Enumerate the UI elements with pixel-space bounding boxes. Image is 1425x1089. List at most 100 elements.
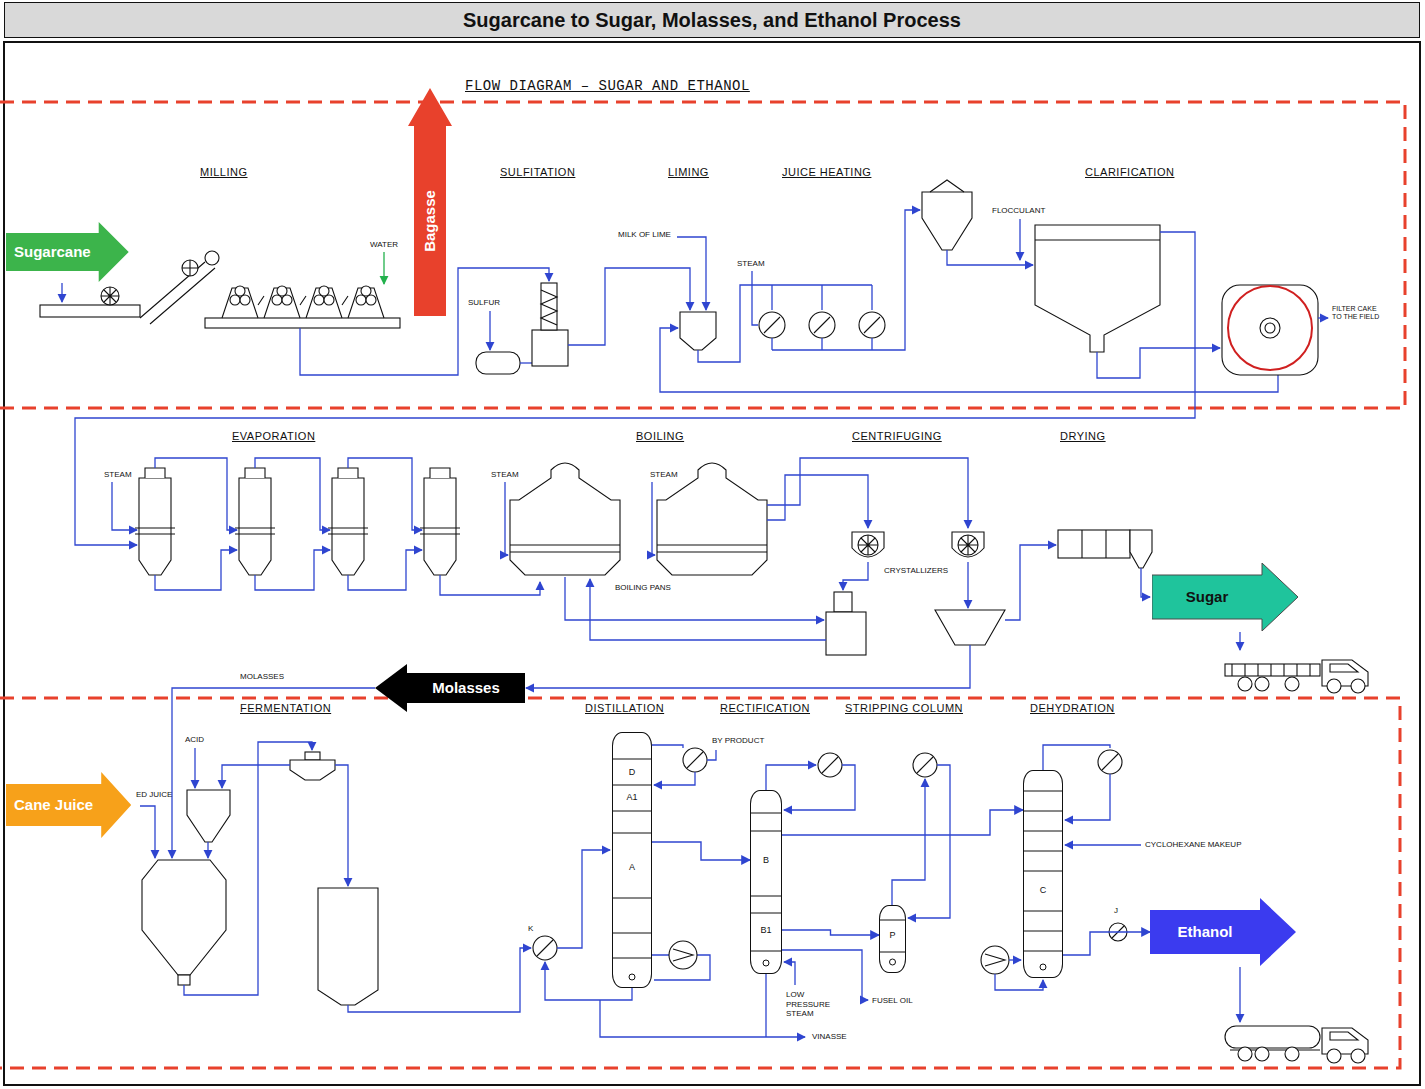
- flow-arrow: Cane Juice: [6, 772, 131, 838]
- tray-line: [613, 811, 651, 812]
- tray-line: [1024, 811, 1062, 812]
- tray-line: [1024, 831, 1062, 832]
- boiling-pans: [505, 463, 767, 575]
- stream-label: WATER: [370, 240, 398, 250]
- distillation-equipment: [533, 745, 805, 1037]
- stream-label: CYCLOHEXANE MAKEUP: [1145, 840, 1241, 850]
- stream-label: MOLASSES: [240, 672, 284, 682]
- node-text: Sugarcane: [14, 243, 91, 261]
- section-heading: CLARIFICATION: [1085, 166, 1174, 179]
- stream-label: LOW PRESSURE STEAM: [786, 990, 850, 1019]
- stream-line: [652, 842, 750, 860]
- section-heading: LIMING: [668, 166, 709, 179]
- stream-label: ED JUICE: [136, 790, 172, 800]
- arrow-fill: [6, 772, 131, 838]
- tray-line: [880, 952, 905, 953]
- tray-line: [751, 913, 781, 914]
- column-outlet: [763, 960, 769, 966]
- section-heading: MILLING: [200, 166, 248, 179]
- stream-label: CRYSTALLIZERS: [884, 566, 948, 576]
- stream-line: [782, 930, 879, 935]
- tray-line: [751, 896, 781, 897]
- stream-line: [782, 810, 1023, 835]
- stream-label: STEAM: [650, 470, 678, 480]
- node-text: C: [1040, 886, 1047, 896]
- dryer: [1058, 530, 1240, 650]
- tray-line: [880, 920, 905, 921]
- node-text: Cane Juice: [14, 796, 93, 814]
- stream-label: FILTER CAKE TO THE FIELD: [1332, 305, 1386, 322]
- tray-line: [613, 958, 651, 959]
- section-heading: SULFITATION: [500, 166, 575, 179]
- node-text: A1: [626, 793, 637, 803]
- section-heading: CENTRIFUGING: [852, 430, 942, 443]
- stream-label: BOILING PANS: [615, 583, 671, 593]
- node-text: B1: [760, 926, 771, 936]
- node-text: P: [889, 931, 895, 941]
- stripping-equipment: [892, 753, 950, 918]
- stream-label: STEAM: [104, 470, 132, 480]
- stream-label: J: [1114, 906, 1118, 916]
- section-heading: DISTILLATION: [585, 702, 664, 715]
- dehydration-equipment: [981, 745, 1240, 1022]
- stream-label: SULFUR: [468, 298, 500, 308]
- section-heading: EVAPORATION: [232, 430, 315, 443]
- node-text: Sugar: [1186, 588, 1229, 606]
- flow-arrow: Sugar: [1152, 563, 1298, 631]
- node-text: B: [763, 856, 769, 866]
- column-vessel: B B1: [750, 790, 782, 974]
- section-heading: DEHYDRATION: [1030, 702, 1115, 715]
- tray-line: [1024, 951, 1062, 952]
- diagram-title: Sugarcane to Sugar, Molasses, and Ethano…: [463, 9, 961, 32]
- arrow-fill: [6, 222, 129, 282]
- node-text: A: [629, 863, 635, 873]
- juice-treatment-equipment: [476, 210, 1278, 392]
- arrow-fill: [375, 664, 525, 712]
- tray-line: [751, 951, 781, 952]
- stream-label: ACID: [185, 735, 204, 745]
- outer-frame: [4, 42, 1420, 1085]
- section-heading: FERMENTATION: [240, 702, 331, 715]
- tray-line: [613, 785, 651, 786]
- tray-line: [1024, 931, 1062, 932]
- evaporator-set: [112, 458, 540, 595]
- section-heading: DRYING: [1060, 430, 1106, 443]
- arrow-fill: [1152, 563, 1298, 631]
- tray-line: [613, 933, 651, 934]
- column-outlet: [890, 959, 896, 965]
- centrifuging-equipment: [526, 458, 1056, 688]
- node-text: Bagasse: [421, 190, 439, 252]
- stream-label: STEAM: [491, 470, 519, 480]
- arrow-fill: [408, 88, 452, 316]
- tray-line: [751, 813, 781, 814]
- stream-line: [1063, 932, 1150, 955]
- stream-label: VINASSE: [812, 1032, 847, 1042]
- tray-line: [613, 759, 651, 760]
- section-heading: BOILING: [636, 430, 684, 443]
- milling-equipment: [40, 251, 549, 375]
- tray-line: [1024, 791, 1062, 792]
- stream-label: MILK OF LIME: [618, 230, 671, 240]
- flow-arrow: Sugarcane: [6, 222, 129, 282]
- tray-line: [613, 898, 651, 899]
- column-vessel: DA1A: [612, 732, 652, 988]
- node-text: Ethanol: [1178, 923, 1233, 941]
- region-outline: [0, 102, 1405, 1068]
- node-text: Molasses: [432, 679, 500, 697]
- column-outlet: [1040, 964, 1046, 970]
- arrow-fill: [1150, 898, 1296, 966]
- column-trays: [751, 791, 781, 973]
- column-trays: [1024, 771, 1062, 977]
- clarification-equipment: [75, 180, 1328, 545]
- column-outlet: [629, 974, 635, 980]
- section-heading: RECTIFICATION: [720, 702, 810, 715]
- fermentation-equipment: [140, 688, 531, 1012]
- stream-label: FLOCCULANT: [992, 206, 1045, 216]
- flow-arrow: Molasses: [375, 664, 525, 712]
- flow-arrow: Ethanol: [1150, 898, 1296, 966]
- sugar-truck: [1225, 660, 1368, 693]
- title-bar: Sugarcane to Sugar, Molasses, and Ethano…: [4, 2, 1420, 38]
- flow-arrow: Bagasse: [408, 88, 452, 316]
- stream-label: STEAM: [737, 259, 765, 269]
